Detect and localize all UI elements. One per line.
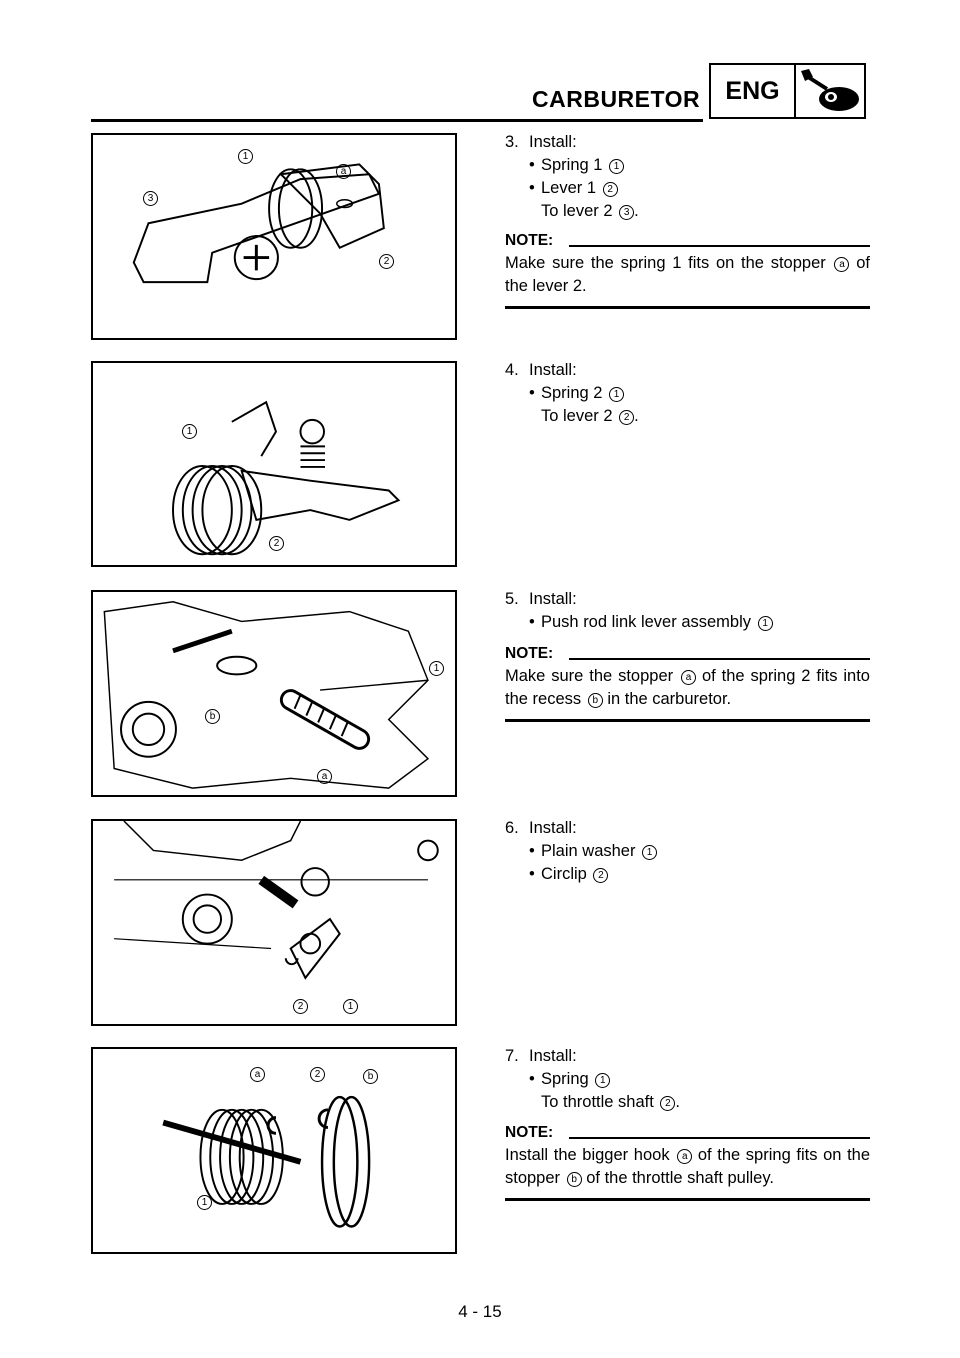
note-step-3: NOTE: Make sure the spring 1 fits on the… [505,229,870,309]
note-heading: NOTE: [505,1124,554,1141]
callout-label: 1 [429,661,444,676]
figure-step-4: 1 2 [91,361,457,567]
step-7: 7.Install: •Spring 1 To throttle shaft 2… [505,1045,870,1114]
note-step-5: NOTE: Make sure the stopper a of the spr… [505,642,870,722]
figure-step-6: 2 1 [91,819,457,1026]
step-sub-text: To lever 2 2. [541,407,639,425]
figure-step-3: 1 a 3 2 [91,133,457,340]
list-item: •Spring 1 [505,1068,870,1091]
callout-label: 1 [197,1195,212,1210]
header-rule [91,119,703,122]
list-item: •Circlip 2 [505,863,870,886]
step-6: 6.Install: •Plain washer 1 •Circlip 2 [505,817,870,886]
callout-label: 1 [182,424,197,439]
step-3: 3. Install: •Spring 1 1 •Lever 1 2 To lev… [505,131,870,223]
step-5: 5.Install: •Push rod link lever assembly… [505,588,870,634]
list-item: •Plain washer 1 [505,840,870,863]
callout-label: 2 [379,254,394,269]
section-badge: ENG [709,63,866,119]
note-heading: NOTE: [505,645,554,662]
list-item: •Spring 2 1 [505,382,870,405]
list-item: •Push rod link lever assembly 1 [505,611,870,634]
callout-label: b [363,1069,378,1084]
page-number: 4 - 15 [458,1302,502,1321]
wrench-screw-icon [796,65,864,117]
step-sub-text: To throttle shaft 2. [541,1093,680,1111]
callout-label: a [336,164,351,179]
callout-label: 2 [310,1067,325,1082]
step-4: 4.Install: •Spring 2 1 To lever 2 2. [505,359,870,428]
step-number: 3. [505,133,519,151]
callout-label: 1 [343,999,358,1014]
section-title: CARBURETOR [532,86,701,112]
list-item: •Spring 1 1 [505,154,870,177]
figure-step-5: 1 b a [91,590,457,797]
note-text: Install the bigger hook a of the spring … [505,1146,871,1187]
note-heading: NOTE: [505,232,554,249]
note-text: Make sure the spring 1 fits on the stopp… [505,254,870,295]
callout-label: 2 [269,536,284,551]
figure-step-7: a 2 b 1 [91,1047,457,1254]
list-item: •Lever 1 2 [505,177,870,200]
callout-label: 2 [293,999,308,1014]
note-step-7: NOTE: Install the bigger hook a of the s… [505,1121,870,1201]
section-badge-label: ENG [711,65,796,117]
callout-label: a [317,769,332,784]
step-action: Install: [529,133,577,151]
callout-label: a [250,1067,265,1082]
step-sub-text: To lever 2 3. [541,202,639,220]
note-text: Make sure the stopper a of the spring 2 … [505,667,870,708]
callout-label: 3 [143,191,158,206]
callout-label: 1 [238,149,253,164]
callout-label: b [205,709,220,724]
